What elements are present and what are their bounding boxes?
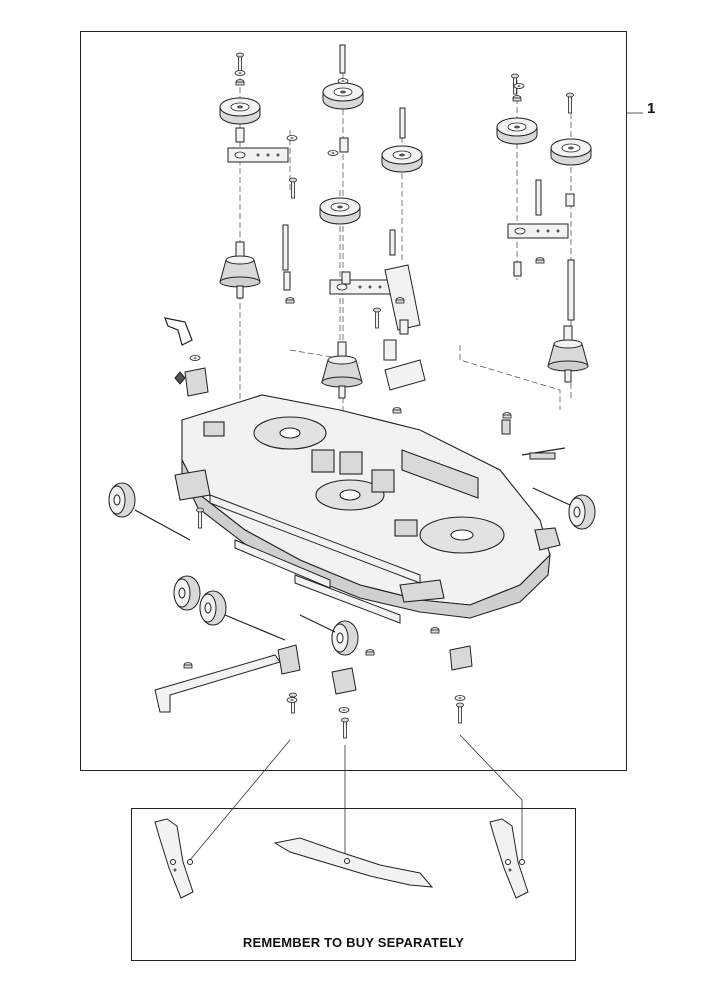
callout-number: 1 bbox=[647, 100, 656, 117]
mower-deck bbox=[174, 394, 561, 619]
buy-separately-note: REMEMBER TO BUY SEPARATELY bbox=[242, 935, 465, 950]
blades-frame bbox=[131, 808, 576, 961]
deck-assembly-frame bbox=[80, 31, 627, 771]
mower-blades bbox=[154, 818, 529, 899]
